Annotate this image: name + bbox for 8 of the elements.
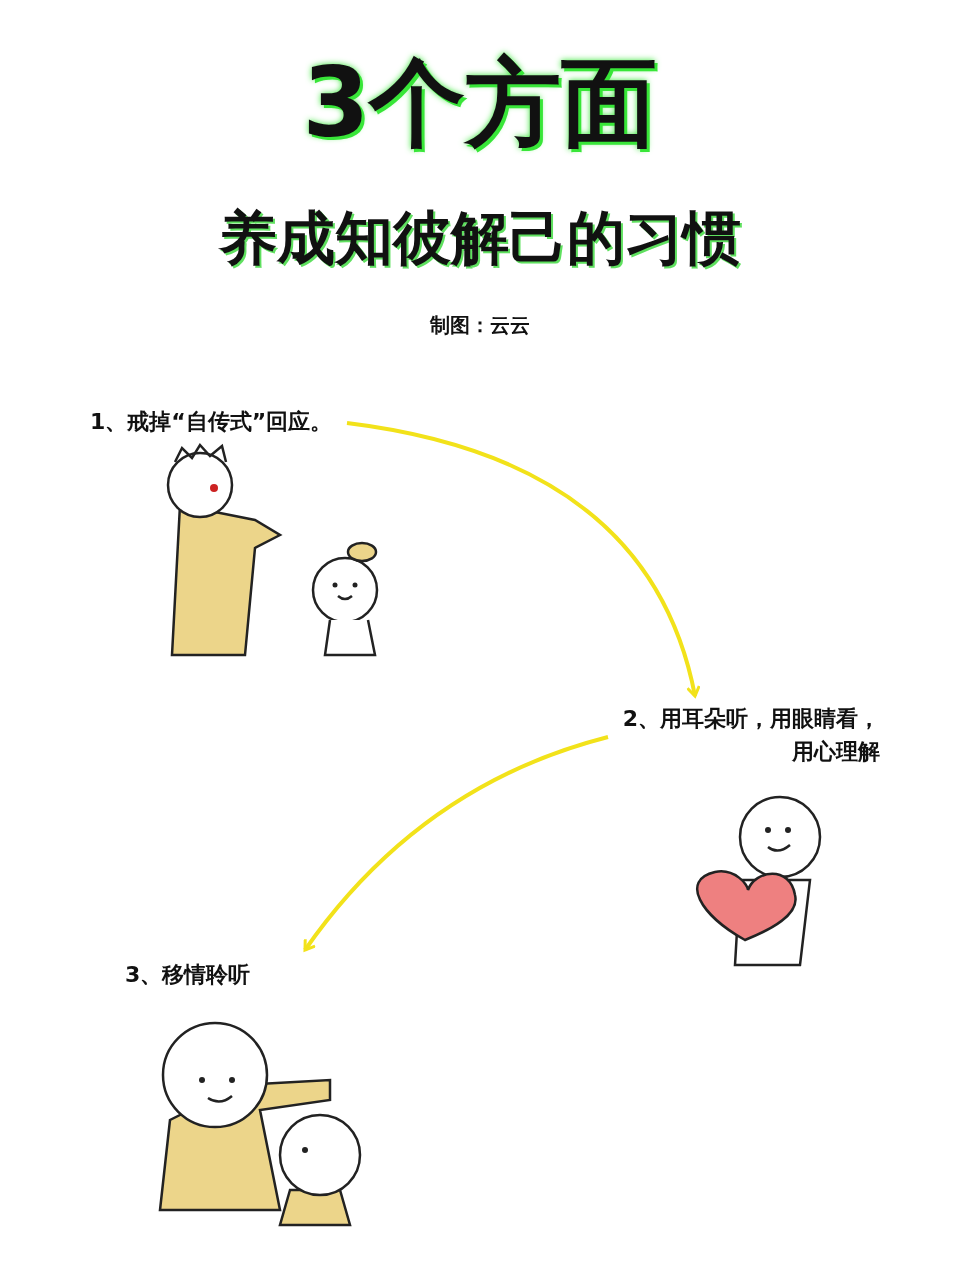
curved-arrow	[303, 735, 609, 952]
subtitle: 养成知彼解己的习惯	[217, 203, 742, 274]
step-label: 3、移情聆听	[125, 958, 315, 991]
credit-text: 制图：云云	[429, 312, 531, 339]
curved-arrow	[346, 421, 701, 698]
step-label: 1、戒掉“自传式”回应。	[90, 405, 345, 438]
title: 3个方面	[301, 46, 659, 161]
step-label: 2、用耳朵听，用眼睛看，用心理解	[620, 702, 880, 768]
